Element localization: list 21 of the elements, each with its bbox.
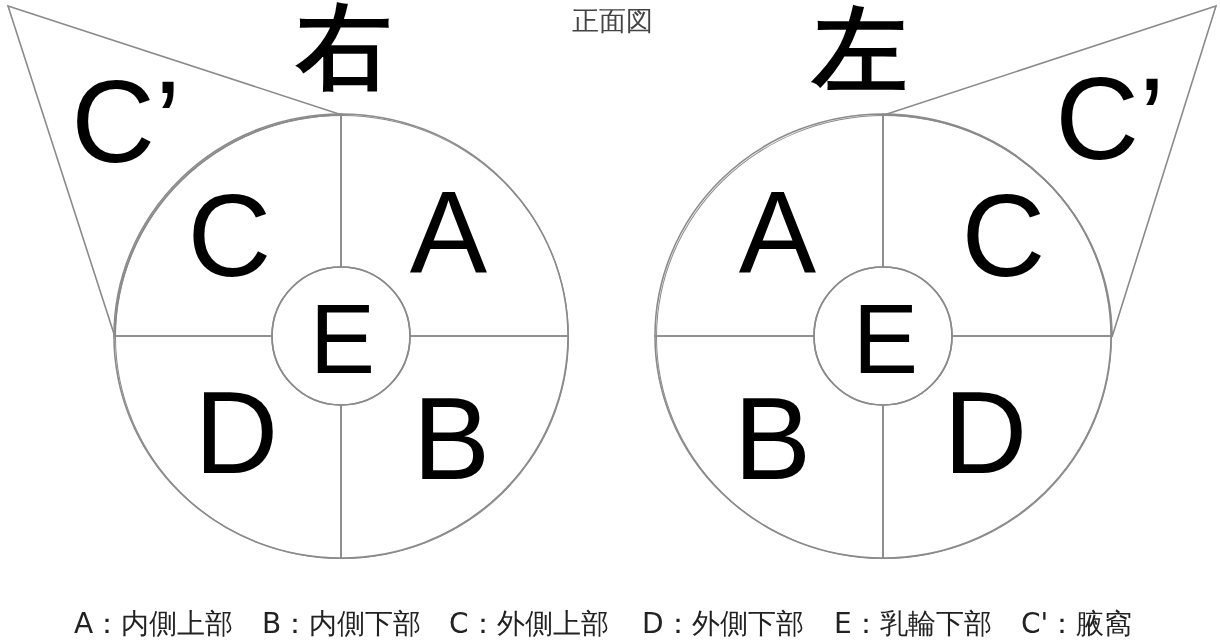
key-label: E：乳輪下部 <box>834 610 992 638</box>
key-label: D：外側下部 <box>642 610 804 638</box>
region-letter: D <box>194 375 279 492</box>
region-letter: E <box>852 290 919 389</box>
region-letter: B <box>412 381 491 498</box>
region-letter: E <box>309 290 376 389</box>
side-heading: 左 <box>813 3 907 97</box>
side-heading: 右 <box>297 0 391 94</box>
region-letter: C’ <box>71 64 181 180</box>
key-label: B：内側下部 <box>262 610 422 638</box>
region-letter: D <box>943 375 1028 492</box>
diagram-title: 正面図 <box>571 6 653 34</box>
key-label: C：外側上部 <box>449 610 609 638</box>
region-letter: B <box>733 381 812 498</box>
key-label: A：内側上部 <box>74 610 234 638</box>
region-letter: C <box>961 178 1046 295</box>
region-letter: C <box>187 178 272 295</box>
region-letter: A <box>738 175 817 292</box>
key-label: C'：腋窩 <box>1021 610 1133 638</box>
region-letter: A <box>409 175 488 292</box>
region-letter: C’ <box>1055 61 1165 177</box>
